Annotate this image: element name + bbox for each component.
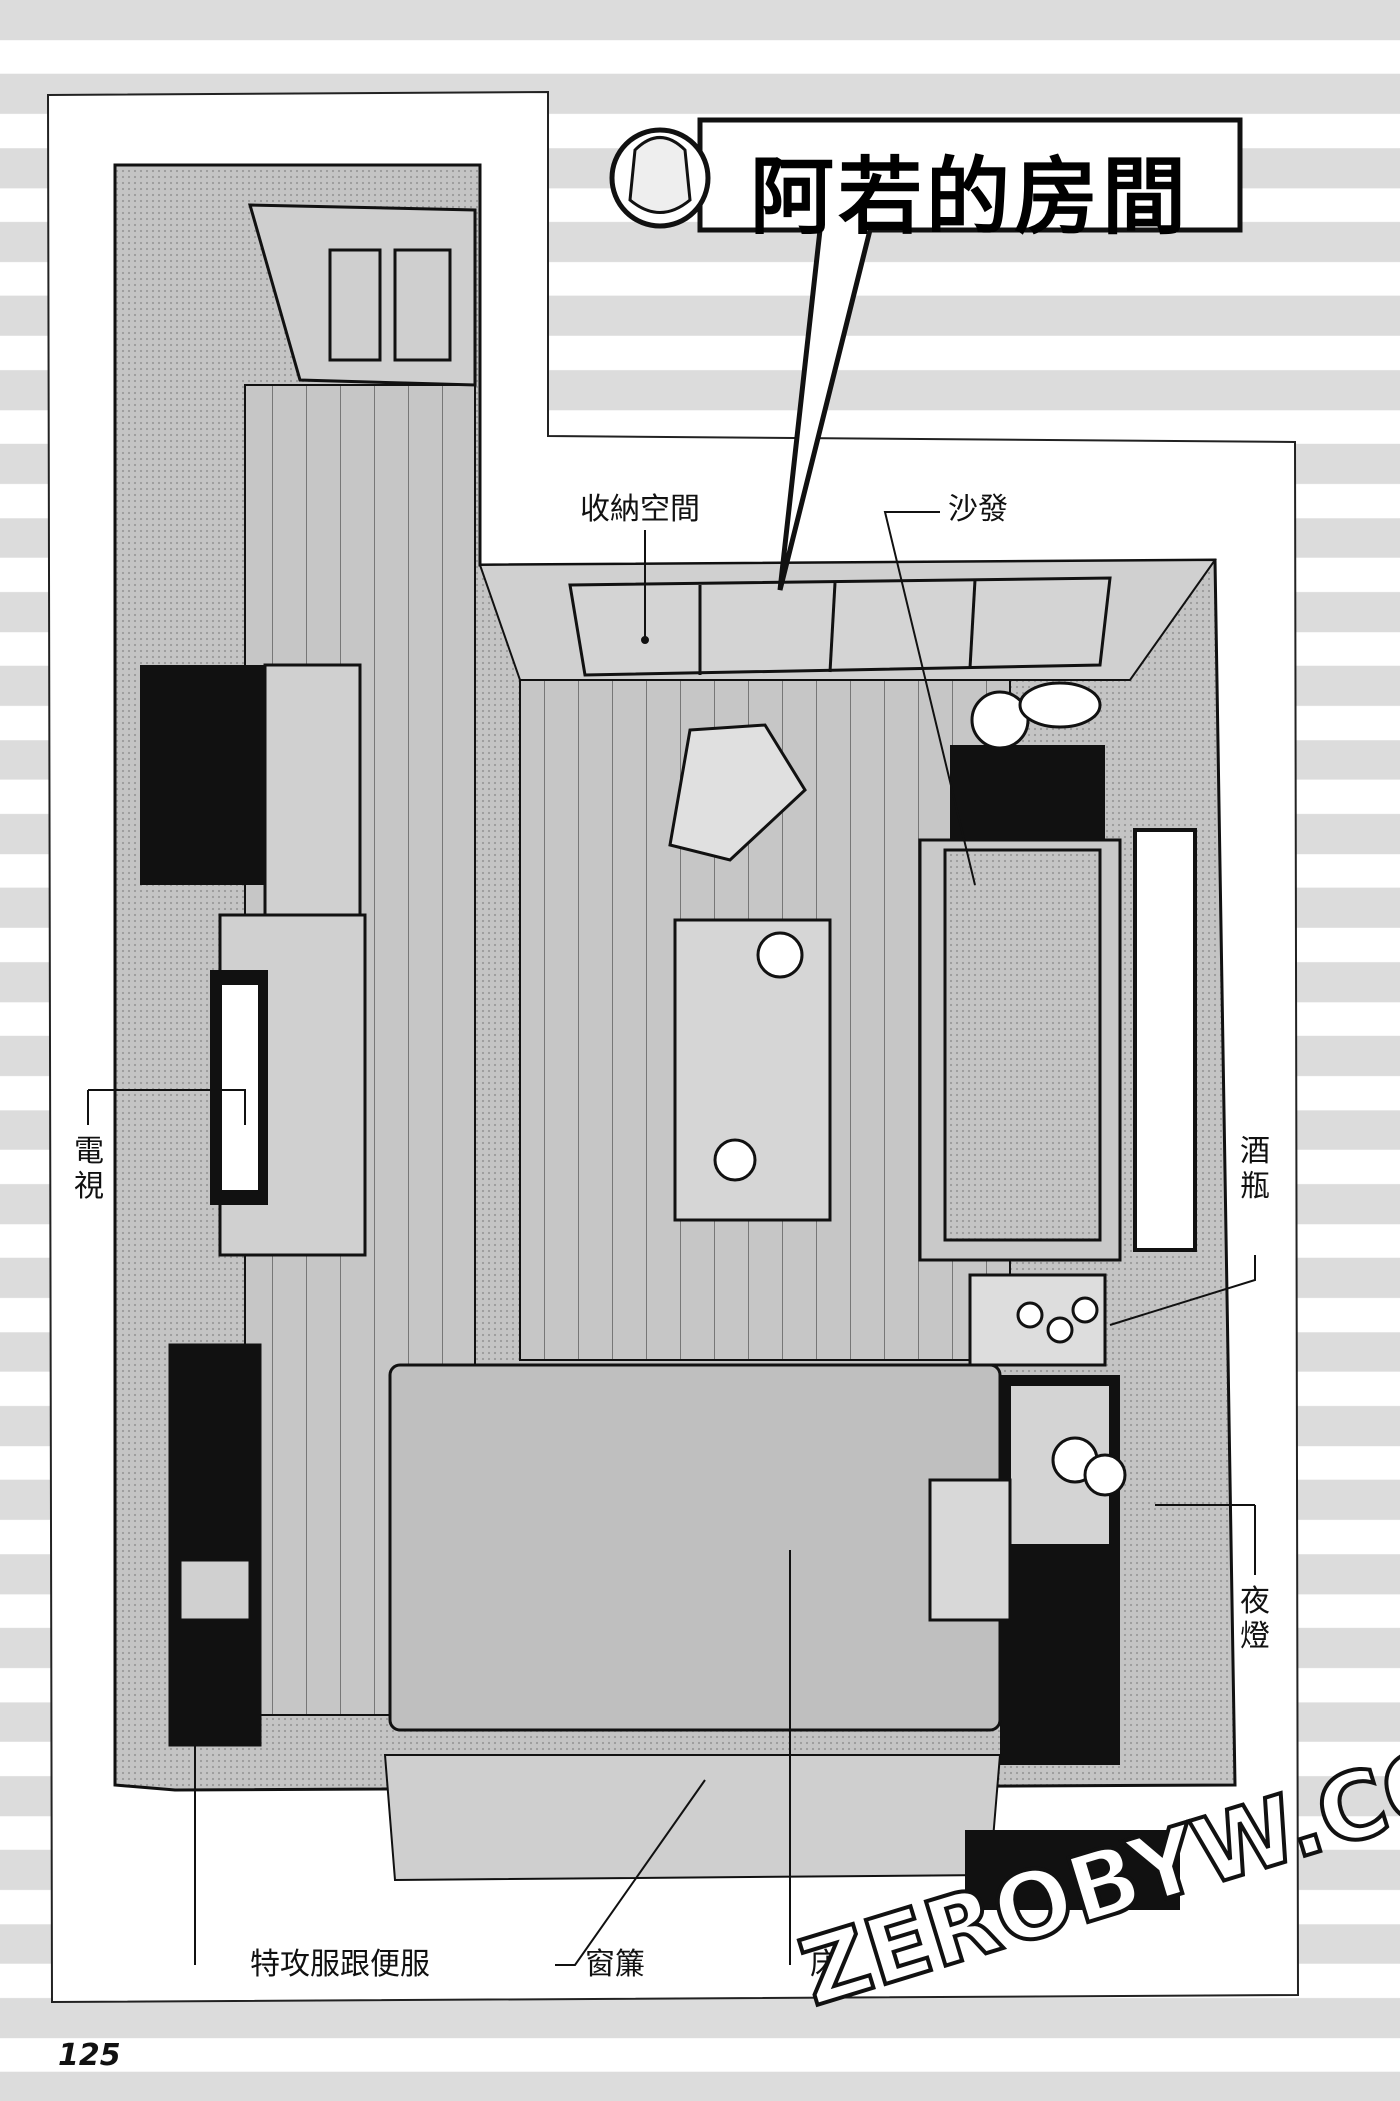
low-table	[673, 918, 832, 1222]
door	[247, 203, 477, 387]
label-bed: 床	[810, 1947, 840, 1982]
storage-closet	[568, 576, 1112, 677]
tv-stand	[210, 913, 367, 1257]
label-tv: 電視	[74, 1134, 104, 1204]
label-sofa: 沙發	[948, 492, 1008, 527]
bed	[388, 1363, 1012, 1732]
low-box	[965, 1830, 1180, 1910]
label-liquor-bottles: 酒瓶	[1240, 1134, 1270, 1204]
page-title: 阿若的房間	[750, 148, 1191, 246]
plant	[950, 681, 1105, 840]
bottle-table	[968, 1273, 1107, 1367]
floor-cushion	[668, 723, 807, 862]
curtain	[383, 1754, 1002, 1882]
clothes-rack	[168, 1343, 262, 1747]
label-storage: 收納空間	[580, 492, 700, 527]
lamp-cabinet	[1000, 1375, 1127, 1765]
page-number: 125	[58, 2038, 121, 2073]
label-uniforms: 特攻服跟便服	[250, 1947, 430, 1982]
label-curtain: 窗簾	[585, 1947, 645, 1982]
shelf-unit	[140, 663, 362, 917]
wall-poster	[1133, 828, 1197, 1252]
label-night-lamp: 夜燈	[1240, 1584, 1270, 1654]
title-bubble	[609, 117, 1243, 591]
sofa	[918, 838, 1122, 1262]
